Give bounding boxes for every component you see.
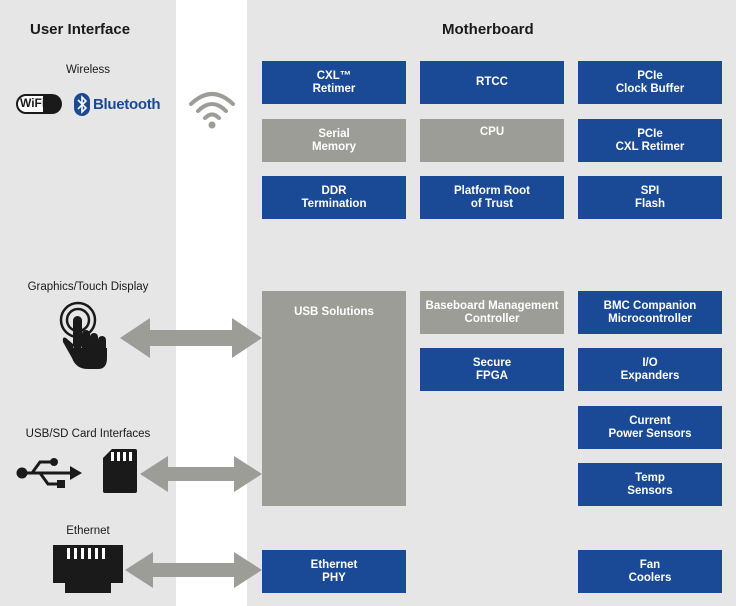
secure-fpga-block: Secure FPGA (420, 348, 564, 391)
usb-symbol-icon (16, 458, 82, 488)
pcie-clock-buffer-block: PCIe Clock Buffer (578, 61, 722, 104)
rtcc-block: RTCC (420, 61, 564, 104)
ethernet-port-icon (53, 545, 123, 593)
serial-memory-block: Serial Memory (262, 119, 406, 162)
bmc-block: Baseboard Management Controller (420, 291, 564, 334)
io-expanders-label: I/O Expanders (620, 356, 680, 382)
touch-hand-icon (59, 301, 107, 369)
current-power-sensors-label: Current Power Sensors (608, 414, 692, 440)
platform-root-of-trust-label: Platform Root of Trust (453, 184, 531, 210)
secure-fpga-label: Secure FPGA (472, 356, 512, 382)
fan-coolers-block: Fan Coolers (578, 550, 722, 593)
pcie-cxl-retimer-label: PCIe CXL Retimer (615, 127, 685, 153)
pcie-cxl-retimer-block: PCIe CXL Retimer (578, 119, 722, 162)
ddr-termination-label: DDR Termination (301, 184, 367, 210)
wireless-signal-icon (189, 92, 235, 129)
temp-sensors-block: Temp Sensors (578, 463, 722, 506)
cxl-retimer-label: CXL™ Retimer (312, 69, 356, 95)
usbsd-to-usb-arrow (140, 456, 262, 492)
graphics-to-usb-arrow (120, 318, 262, 358)
motherboard-title: Motherboard (442, 21, 534, 38)
graphics-touch-label: Graphics/Touch Display (27, 281, 149, 293)
usb-solutions-label: USB Solutions (294, 306, 374, 318)
spi-flash-block: SPI Flash (578, 176, 722, 219)
platform-root-of-trust-block: Platform Root of Trust (420, 176, 564, 219)
usb-sd-label: USB/SD Card Interfaces (25, 428, 151, 440)
ethernet-phy-label: Ethernet PHY (310, 558, 358, 584)
ethernet-phy-block: Ethernet PHY (262, 550, 406, 593)
ethernet-to-phy-arrow (125, 552, 262, 588)
ddr-termination-block: DDR Termination (262, 176, 406, 219)
cpu-label: CPU (479, 126, 505, 138)
sd-card-icon (103, 449, 137, 493)
usb-solutions-block: USB Solutions (262, 291, 406, 506)
bmc-companion-block: BMC Companion Microcontroller (578, 291, 722, 334)
bluetooth-logo-icon: Bluetooth (74, 92, 168, 118)
spi-flash-label: SPI Flash (634, 184, 666, 210)
current-power-sensors-block: Current Power Sensors (578, 406, 722, 449)
bmc-label: Baseboard Management Controller (425, 299, 559, 325)
rtcc-label: RTCC (476, 76, 508, 88)
wifi-logo-text: WiFi (20, 96, 46, 110)
user-interface-title: User Interface (30, 21, 131, 38)
wireless-label: Wireless (65, 64, 111, 76)
bmc-companion-label: BMC Companion Microcontroller (603, 299, 697, 325)
ethernet-label: Ethernet (66, 525, 110, 537)
fan-coolers-label: Fan Coolers (628, 558, 672, 584)
pcie-clock-buffer-label: PCIe Clock Buffer (615, 69, 685, 95)
cxl-retimer-block: CXL™ Retimer (262, 61, 406, 104)
bluetooth-logo-text: Bluetooth (93, 96, 161, 113)
cpu-block: CPU (420, 119, 564, 162)
wifi-logo-icon: WiFi (16, 92, 62, 116)
serial-memory-label: Serial Memory (311, 127, 357, 153)
temp-sensors-label: Temp Sensors (627, 471, 673, 497)
io-expanders-block: I/O Expanders (578, 348, 722, 391)
